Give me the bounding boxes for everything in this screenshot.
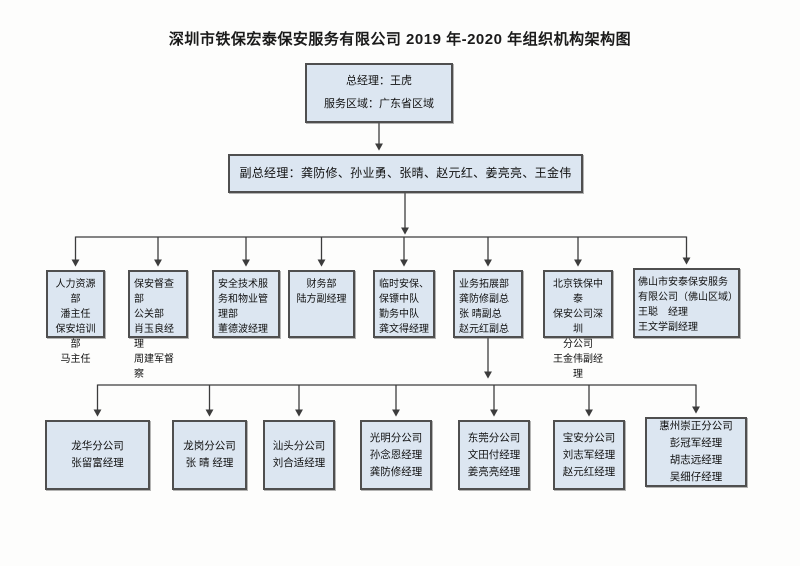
- node-dept-temp-security-escort: 临时安保、 保镖中队 勤务中队 龚文得经理: [373, 270, 435, 338]
- node-dept-foshan-antai: 佛山市安泰保安服务 有限公司（佛山区域） 王聪 经理 王文学副经理: [633, 268, 740, 338]
- dept-line: 安全技术服: [218, 279, 268, 290]
- service-region-line: 服务区域：广东省区域: [324, 98, 434, 111]
- dept-line: 保安督查部: [134, 279, 174, 305]
- node-branch-guangming: 光明分公司 孙念恩经理 龚防修经理: [360, 420, 432, 490]
- node-dept-beijing-tiebao-zhongtai: 北京铁保中泰 保安公司深圳 分公司 王金伟副经理: [543, 270, 613, 380]
- dept-line: 王金伟副经理: [553, 354, 603, 380]
- branch-line: 龚防修经理: [369, 465, 423, 478]
- branch-line: 光明分公司: [369, 431, 423, 444]
- dept-line: 北京铁保中泰: [553, 279, 603, 305]
- dept-line: 业务拓展部: [459, 279, 509, 290]
- branch-line: 宝安分公司: [562, 431, 616, 444]
- dept-line: 张 晴副总: [459, 309, 502, 320]
- dept-line: 临时安保、: [379, 279, 429, 290]
- branch-line: 东莞分公司: [467, 431, 521, 444]
- node-branch-shantou: 汕头分公司 刘合适经理: [263, 420, 335, 490]
- branch-line: 惠州崇正分公司: [659, 420, 733, 432]
- branch-line: 刘合适经理: [272, 457, 326, 469]
- node-branch-baoan: 宝安分公司 刘志军经理 赵元红经理: [553, 420, 625, 490]
- dept-line: 保安培训部: [55, 324, 96, 350]
- dept-line: 有限公司（佛山区域）: [638, 292, 738, 303]
- dept-line: 财务部: [306, 279, 337, 290]
- dept-line: 王聪 经理: [638, 307, 688, 318]
- dept-line: 理部: [218, 309, 238, 320]
- deputy-general-managers-line: 副总经理：龚防修、孙业勇、张晴、赵元红、姜亮亮、王金伟: [239, 166, 572, 180]
- dept-line: 王文学副经理: [638, 322, 698, 333]
- dept-line: 保安公司深圳: [553, 309, 603, 335]
- page-title: 深圳市铁保宏泰保安服务有限公司 2019 年-2020 年组织机构架构图: [168, 31, 632, 48]
- dept-line: 龚文得经理: [379, 324, 429, 335]
- dept-line: 肖玉良经理: [134, 324, 174, 350]
- general-manager-line: 总经理：王虎: [346, 74, 412, 87]
- dept-line: 分公司: [563, 339, 593, 350]
- node-branch-longgang: 龙岗分公司 张 晴 经理: [172, 420, 247, 490]
- node-dept-supervision-pr: 保安督查部 公关部 肖玉良经理 周建军督察: [128, 270, 188, 380]
- node-branch-huizhou-chongzheng: 惠州崇正分公司 彭冠军经理 胡志远经理 吴细仔经理: [645, 417, 747, 487]
- dept-line: 人力资源部: [55, 279, 96, 305]
- dept-line: 周建军督察: [134, 354, 174, 380]
- branch-line: 张留富经理: [71, 457, 124, 469]
- node-branch-longhua: 龙华分公司 张留富经理: [45, 420, 150, 490]
- dept-line: 赵元红副总: [459, 324, 509, 335]
- node-dept-security-tech-property: 安全技术服 务和物业管 理部 董德波经理: [212, 270, 280, 338]
- dept-line: 公关部: [134, 309, 164, 320]
- dept-line: 马主任: [60, 354, 91, 365]
- branch-line: 彭冠军经理: [669, 437, 723, 449]
- node-general-manager: 总经理：王虎 服务区域：广东省区域: [305, 63, 453, 123]
- node-dept-hr-training: 人力资源部 潘主任 保安培训部 马主任: [46, 270, 105, 365]
- branch-line: 赵元红经理: [562, 465, 616, 478]
- branch-line: 吴细仔经理: [669, 471, 723, 483]
- node-dept-business-development: 业务拓展部 龚防修副总 张 晴副总 赵元红副总: [453, 270, 523, 338]
- node-dept-finance: 财务部 陆方副经理: [288, 270, 355, 338]
- branch-line: 汕头分公司: [272, 440, 326, 452]
- dept-line: 务和物业管: [218, 294, 268, 305]
- dept-line: 佛山市安泰保安服务: [638, 277, 728, 288]
- dept-line: 董德波经理: [218, 324, 268, 335]
- branch-line: 姜亮亮经理: [467, 465, 521, 478]
- branch-line: 胡志远经理: [669, 454, 723, 466]
- node-deputy-general-managers: 副总经理：龚防修、孙业勇、张晴、赵元红、姜亮亮、王金伟: [228, 154, 583, 193]
- branch-line: 孙念恩经理: [369, 448, 423, 461]
- node-branch-dongguan: 东莞分公司 文田付经理 姜亮亮经理: [458, 420, 530, 490]
- branch-line: 龙岗分公司: [183, 440, 236, 452]
- dept-line: 保镖中队: [379, 294, 419, 305]
- dept-line: 勤务中队: [379, 309, 419, 320]
- branch-line: 张 晴 经理: [185, 457, 234, 469]
- dept-line: 潘主任: [60, 309, 91, 320]
- dept-line: 龚防修副总: [459, 294, 509, 305]
- branch-line: 刘志军经理: [562, 448, 616, 461]
- branch-line: 文田付经理: [467, 448, 521, 461]
- branch-line: 龙华分公司: [71, 440, 124, 452]
- dept-line: 陆方副经理: [296, 294, 347, 305]
